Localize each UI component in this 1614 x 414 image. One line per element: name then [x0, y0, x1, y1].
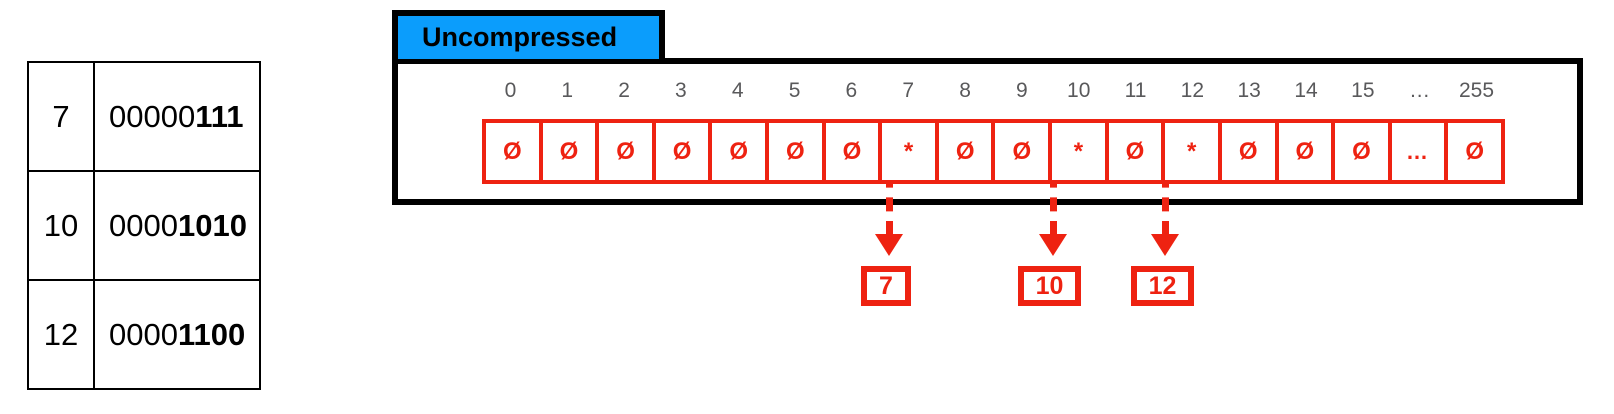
bitmap-index-label: …	[1409, 79, 1431, 102]
callout-arrow-stem	[886, 150, 893, 235]
callout-arrow-stem	[1050, 150, 1057, 235]
bitmap-index-label: 8	[959, 79, 971, 102]
binary-suffix: 1100	[177, 316, 246, 352]
bitmap-index-label: 2	[618, 79, 630, 102]
uncompressed-badge-label: Uncompressed	[422, 22, 618, 52]
bitmap-cell-set[interactable]: *	[878, 119, 939, 184]
bitmap-index-label: 12	[1180, 79, 1205, 102]
callout-value-box[interactable]: 10	[1018, 266, 1081, 306]
binary-prefix: 0000	[109, 207, 178, 243]
bitmap-cell-empty[interactable]: Ø	[1444, 119, 1505, 184]
callout-arrow-head	[875, 234, 903, 256]
bitmap-index-label: 3	[675, 79, 687, 102]
bitmap-cell-empty[interactable]: Ø	[1274, 119, 1336, 184]
uncompressed-badge: Uncompressed	[392, 10, 665, 59]
table-cell-decimal: 10	[29, 172, 95, 279]
bitmap-cell-empty[interactable]: Ø	[991, 119, 1053, 184]
bitmap-cell-empty[interactable]: Ø	[708, 119, 770, 184]
bitmap-index-label: 13	[1237, 79, 1261, 102]
bitmap-index-label: 11	[1124, 79, 1147, 102]
bitmap-cell-set[interactable]: *	[1161, 119, 1222, 184]
bitmap-cell-empty[interactable]: Ø	[1331, 119, 1392, 184]
binary-prefix: 00000	[109, 98, 196, 134]
bitmap-cell-ellipsis[interactable]: …	[1387, 119, 1449, 184]
bitmap-cell-empty[interactable]: Ø	[765, 119, 826, 184]
bitmap-index-label: 14	[1294, 79, 1318, 102]
bitmap-cell-empty[interactable]: Ø	[538, 119, 600, 184]
bitmap-index-label: 255	[1458, 79, 1495, 102]
bitmap-index-label: 5	[788, 79, 801, 102]
bitmap-cell-empty[interactable]: Ø	[595, 119, 656, 184]
callout-arrow-head	[1151, 234, 1179, 256]
callout-arrow-head	[1039, 234, 1067, 256]
bitmap-index-label: 9	[1016, 79, 1028, 102]
bitmap-index-label: 6	[845, 79, 858, 102]
bitmap-cell-set[interactable]: *	[1048, 119, 1109, 184]
callout-arrow-stem	[1162, 150, 1169, 235]
bitmap-cell-empty[interactable]: Ø	[482, 119, 543, 184]
bitmap-cell-empty[interactable]: Ø	[934, 119, 996, 184]
binary-suffix: 111	[195, 98, 244, 134]
bitmap-index-label: 1	[561, 79, 574, 102]
bitmap-cell-empty[interactable]: Ø	[651, 119, 713, 184]
table-cell-decimal: 7	[29, 63, 95, 170]
bitmap-cell-empty[interactable]: Ø	[1217, 119, 1279, 184]
binary-prefix: 0000	[109, 316, 178, 352]
bitmap-index-label: 10	[1067, 79, 1091, 102]
bitmap-index-label: 4	[731, 79, 744, 102]
bitmap-cell-empty[interactable]: Ø	[821, 119, 883, 184]
callout-value-box[interactable]: 12	[1131, 266, 1194, 306]
bitmap-index-label: 7	[902, 79, 915, 102]
bitmap-cell-empty[interactable]: Ø	[1104, 119, 1166, 184]
callout-value-box[interactable]: 7	[861, 266, 911, 306]
binary-suffix: 1010	[177, 207, 247, 243]
bitmap-index-label: 0	[504, 79, 517, 102]
table-cell-decimal: 12	[29, 281, 95, 388]
bitmap-index-label: 15	[1351, 79, 1375, 102]
